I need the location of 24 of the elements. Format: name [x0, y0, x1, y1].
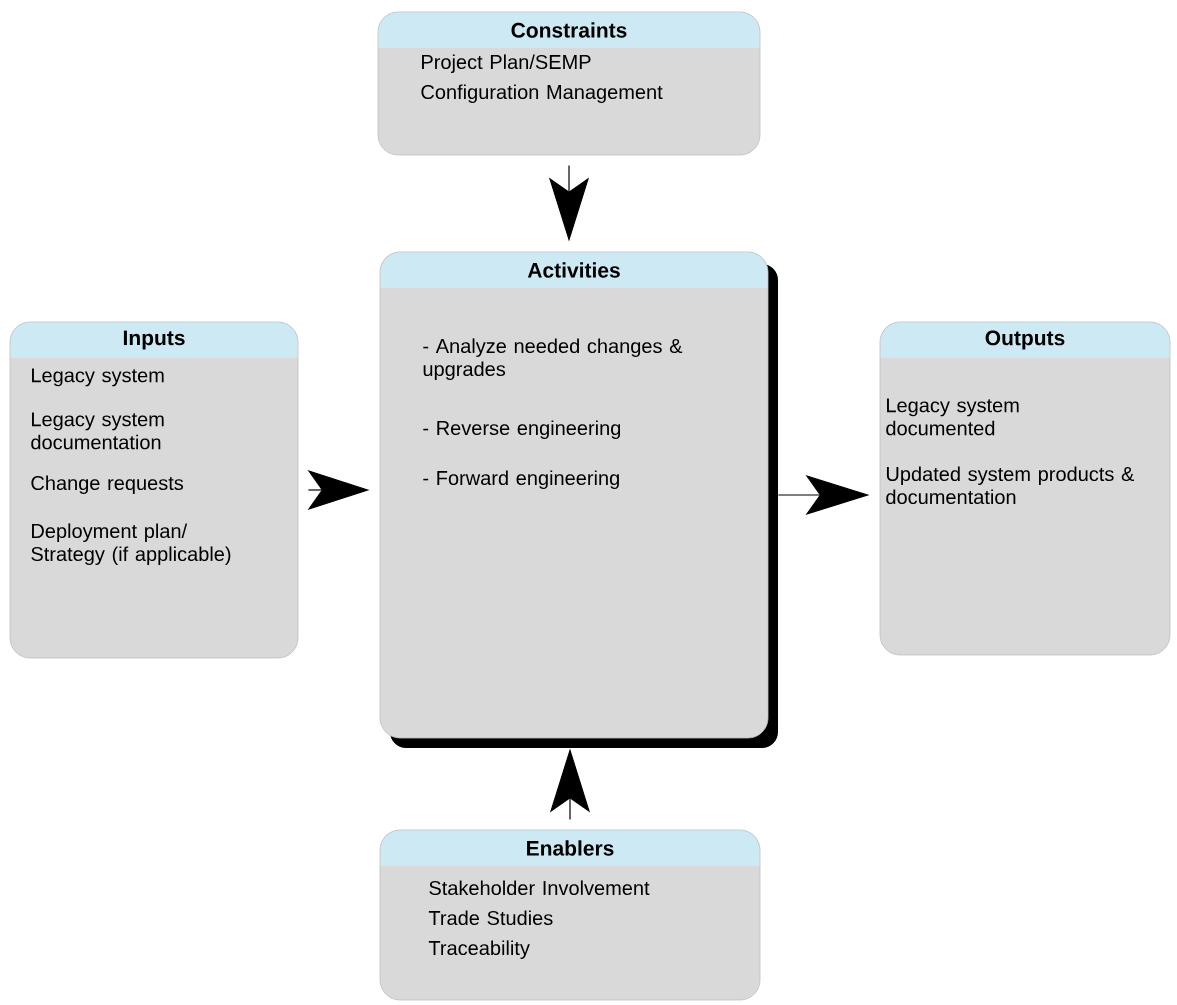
list-item: Project Plan/SEMP	[422, 54, 591, 74]
process-box	[879, 321, 1171, 656]
list-item: Stakeholder Involvement	[429, 880, 650, 896]
list-item: Traceability	[428, 940, 530, 960]
box-heading: Enablers	[527, 840, 614, 856]
box-heading: Outputs	[985, 330, 1065, 350]
process-box	[379, 829, 761, 1001]
list-item: - Reverse engineering	[423, 420, 621, 440]
list-item: - Analyze needed changes & upgrades	[423, 338, 683, 381]
process-box	[9, 321, 299, 659]
list-item: Configuration Management	[421, 84, 663, 104]
list-item: Change requests	[31, 475, 184, 495]
box-heading: Constraints	[511, 22, 627, 38]
process-box	[379, 251, 778, 748]
list-item: Trade Studies	[428, 910, 553, 926]
list-item: Legacy system documentation	[31, 412, 164, 450]
list-item: - Forward engineering	[423, 470, 619, 490]
list-item: Legacy system documented	[886, 398, 1019, 436]
list-item: Updated system products & documentation	[886, 466, 1135, 505]
box-heading: Activities	[527, 262, 620, 278]
list-item: Deployment plan/ Strategy (if applicable)	[31, 523, 231, 566]
box-heading: Inputs	[123, 330, 185, 350]
process-box	[377, 11, 761, 156]
list-item: Legacy system	[32, 368, 164, 387]
